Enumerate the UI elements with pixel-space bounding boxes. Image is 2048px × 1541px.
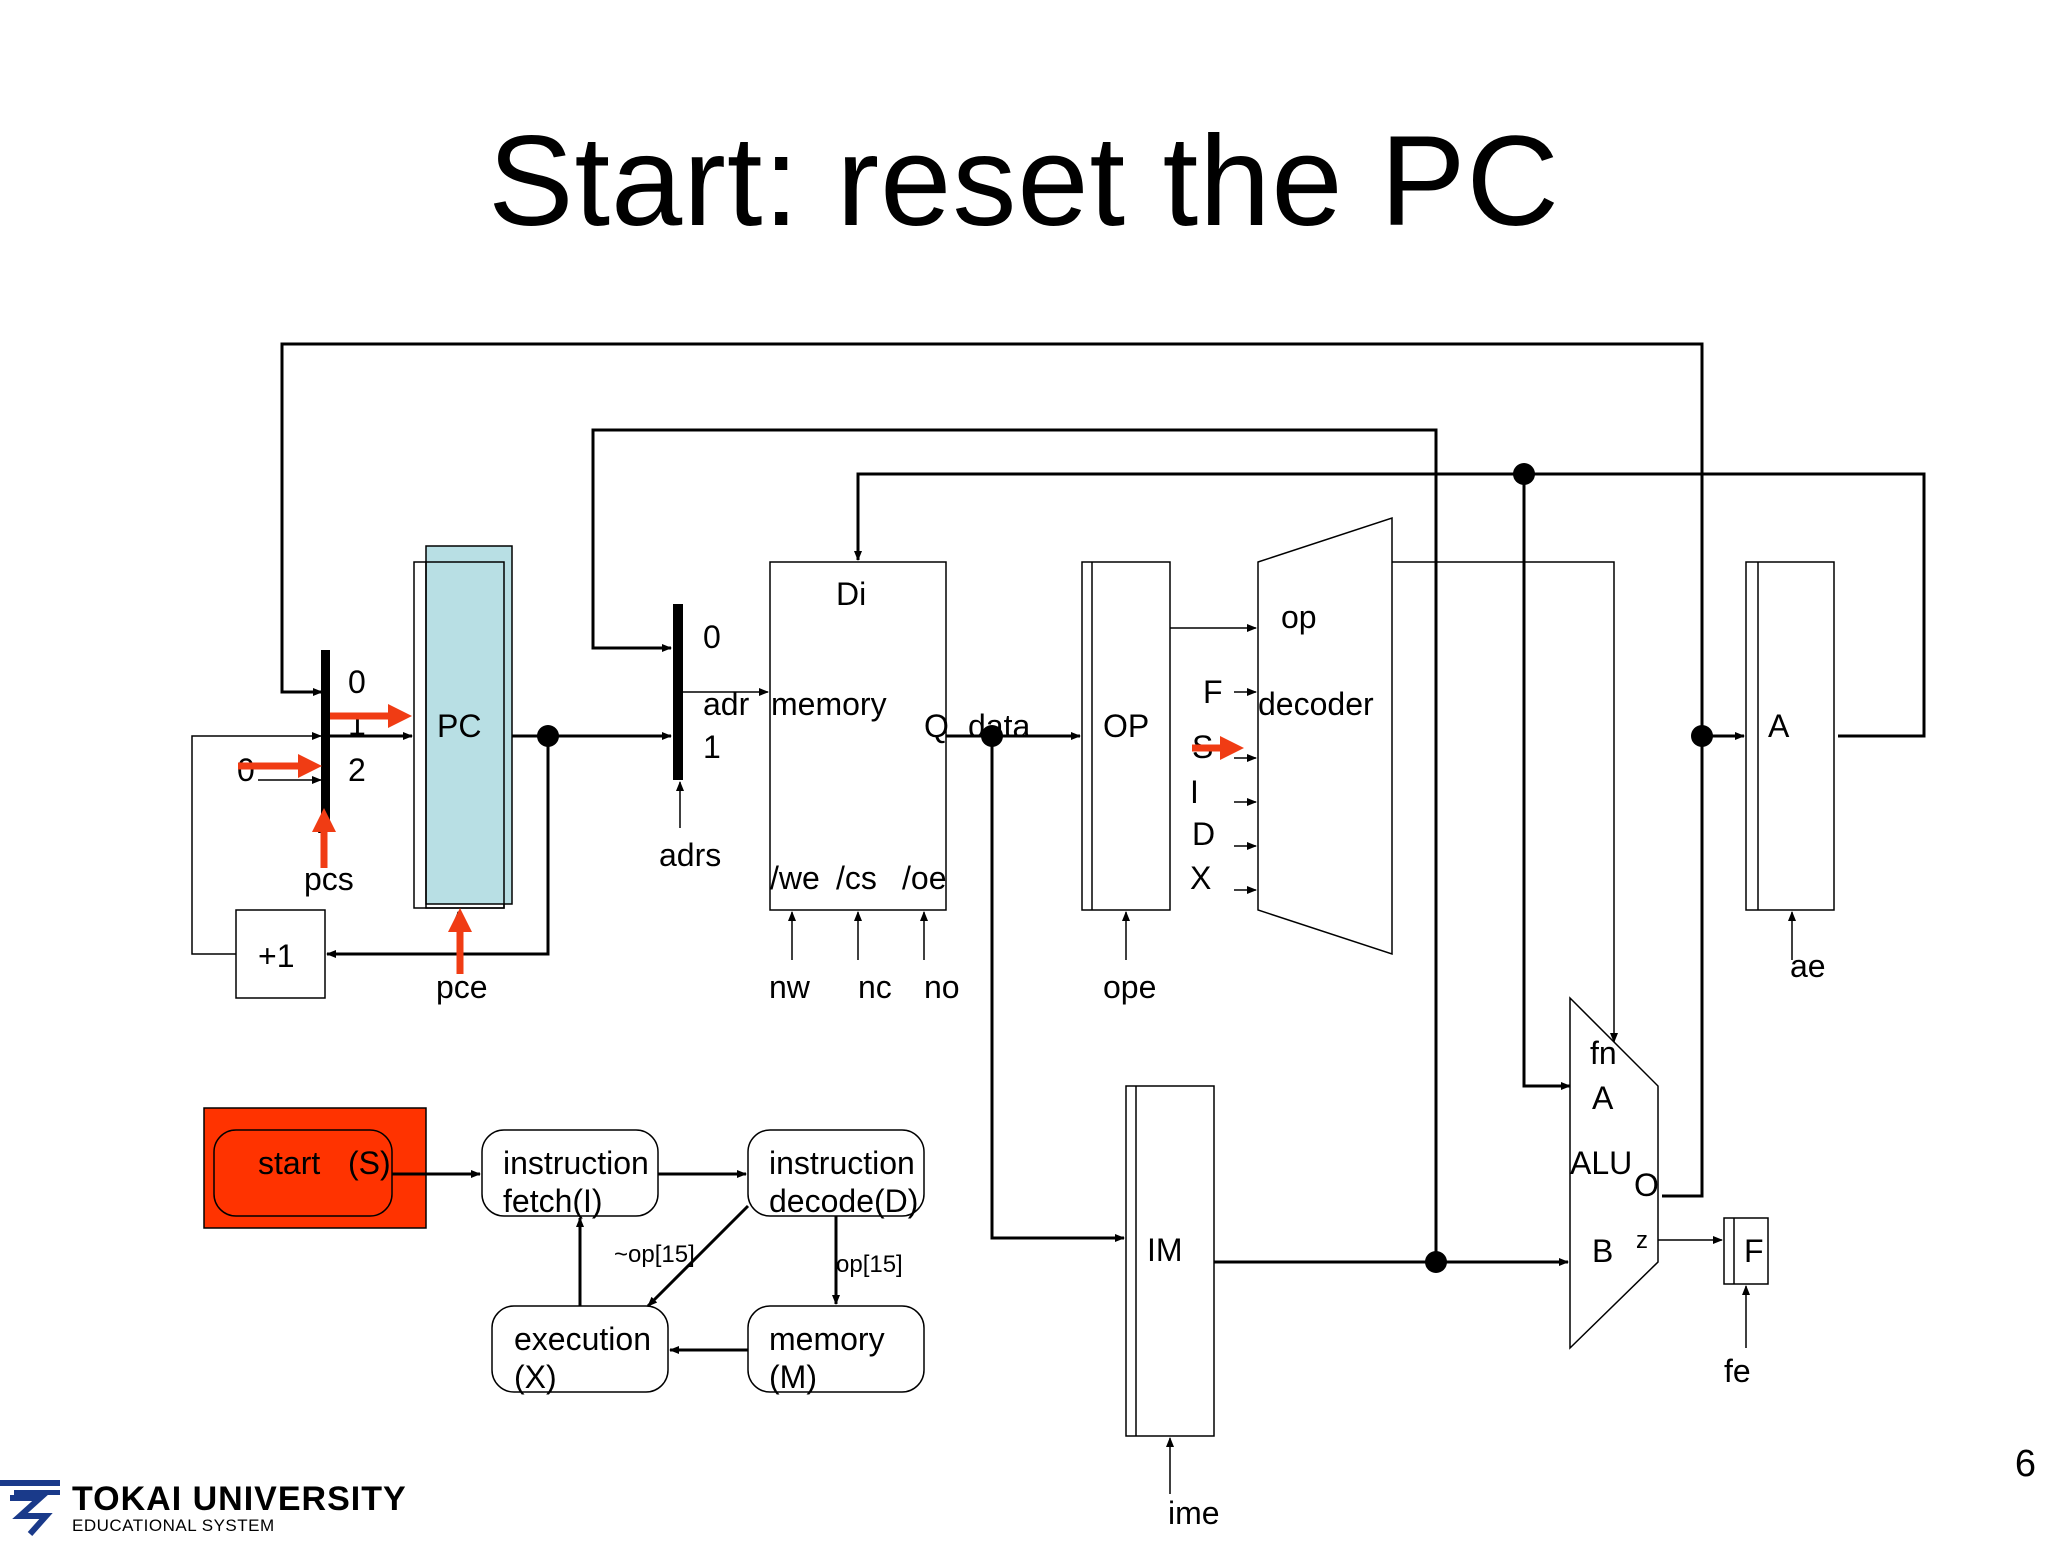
alu-b-port: B [1592,1233,1613,1269]
adrmux-input-1: 1 [703,729,721,765]
pcmux-input-2: 2 [348,752,366,788]
state-start-highlight [203,1107,427,1229]
university-logo: TOKAI UNIVERSITY EDUCATIONAL SYSTEM [0,1476,420,1536]
incrementer-label: +1 [258,938,294,974]
alu-fn-port: fn [1590,1035,1617,1071]
junction-dot [1425,1251,1447,1273]
transition-d-to-x [646,1204,750,1308]
fe-label: fe [1724,1353,1751,1389]
wire-decoder-to-alu-fn [1392,561,1618,1043]
decoder-out-x: X [1190,860,1211,896]
signal-nc: nc [858,969,892,1005]
adrmux-input-0: 0 [703,619,721,655]
wire-a-to-alu-a [1522,474,1571,1090]
pc-label: PC [437,708,481,744]
f-label: F [1744,1233,1764,1269]
transition-label-op15: op[15] [836,1251,903,1278]
alu-a-port: A [1592,1080,1614,1116]
memory-cs-label: /cs [836,860,877,896]
state-fetch-label-2: fetch(I) [503,1183,603,1219]
decoder-out-f: F [1203,674,1223,710]
memory-oe-label: /oe [902,860,946,896]
alu-z-port: z [1636,1227,1648,1254]
decoder[interactable] [1257,516,1393,956]
page-number: 6 [2014,1443,2036,1485]
transition-label-not-op15: ~op[15] [614,1241,695,1268]
ae-label: ae [1790,948,1826,984]
memory-block[interactable] [769,561,947,911]
pcmux-const-zero: 0 [237,752,255,788]
state-execute-label-2: (X) [514,1359,557,1395]
pce-label: pce [436,969,488,1005]
memory-we-label: /we [770,860,820,896]
wire-alu-to-pcmux [280,342,1704,1198]
decoder-out-d: D [1192,816,1215,852]
a-register[interactable] [1745,561,1835,911]
decoder-out-i: I [1190,774,1199,810]
im-label: IM [1147,1232,1183,1268]
wire-im-to-adrmux [591,428,1438,1262]
state-decode-label-2: decode(D) [769,1183,918,1219]
wire-incrementer-to-pcmux [191,732,322,955]
memory-di-port: Di [836,576,866,612]
memory-q-port: Q [924,708,949,744]
slide-title: Start: reset the PC [488,110,1560,253]
alu-label: ALU [1570,1145,1632,1181]
alu[interactable] [1569,996,1659,1350]
wire-memory-to-im [990,736,1125,1242]
ime-label: ime [1168,1495,1220,1531]
state-decode-label-1: instruction [769,1145,915,1181]
state-memory-label-1: memory [769,1321,885,1357]
signal-nw: nw [769,969,811,1005]
pcmux-input-0: 0 [348,664,366,700]
op-label: OP [1103,708,1149,744]
decoder-op-input: op [1281,599,1317,635]
state-start-id: (S) [348,1145,391,1181]
f-register[interactable] [1723,1217,1769,1285]
state-execute-label-1: execution [514,1321,651,1357]
op-register[interactable] [1081,561,1171,911]
active-signal-arrows [238,704,1244,974]
ope-label: ope [1103,969,1156,1005]
state-memory-label-2: (M) [769,1359,817,1395]
pcs-label: pcs [304,861,354,897]
wire-a-to-memory-di [854,472,1926,738]
state-start-label: start [258,1145,320,1181]
memory-adr-port: adr [703,686,750,722]
wire-pc-to-incrementer [326,736,550,958]
im-register[interactable] [1125,1085,1215,1437]
memory-label: memory [771,686,887,722]
signal-no: no [924,969,960,1005]
state-fetch-label-1: instruction [503,1145,649,1181]
pc-mux[interactable] [321,650,330,822]
decoder-label: decoder [1258,686,1374,722]
adr-mux[interactable] [673,604,683,780]
logo-emblem-icon [0,1480,60,1536]
a-label: A [1768,708,1790,744]
logo-name: TOKAI UNIVERSITY [72,1480,407,1518]
logo-subtitle: EDUCATIONAL SYSTEM [72,1516,275,1535]
adrs-label: adrs [659,837,721,873]
alu-o-port: O [1634,1167,1659,1203]
